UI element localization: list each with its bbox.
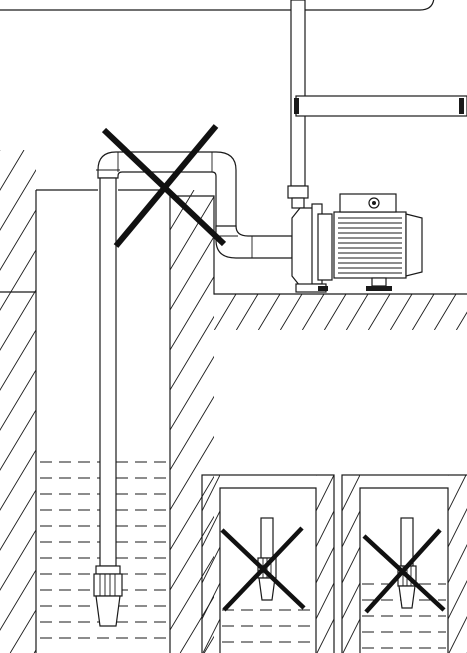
hatch-line	[0, 369, 36, 431]
hatch-line	[316, 617, 334, 653]
hatch-line	[258, 294, 281, 330]
hatch-line	[0, 209, 36, 271]
hatch-line	[346, 294, 369, 330]
hatch-line	[236, 294, 259, 330]
well-left-wall-hatch	[0, 150, 36, 653]
hatch-line	[456, 311, 467, 330]
hatch-line	[368, 294, 391, 330]
hatch-line	[448, 615, 467, 653]
ground-ledge	[170, 195, 467, 295]
hatch-line	[0, 150, 25, 191]
hatch-line	[170, 395, 214, 471]
hatch-line	[316, 581, 334, 621]
hatch-line	[202, 475, 220, 513]
callout-frame	[0, 0, 435, 11]
hatch-line	[202, 475, 203, 477]
ground-hatch	[214, 294, 467, 330]
hatch-line	[170, 515, 214, 591]
hatch-line	[280, 294, 303, 330]
hatch-line	[448, 543, 467, 585]
hatch-line	[0, 529, 36, 591]
suction-pipe	[96, 151, 293, 567]
hatch-line	[342, 475, 360, 513]
hatch-line	[448, 579, 467, 621]
hatch-line	[412, 294, 435, 330]
prohibited-mark-main	[101, 124, 227, 248]
hatch-line	[434, 294, 457, 330]
discharge-pipe	[287, 0, 467, 209]
hatch-line	[170, 235, 214, 311]
hatch-line	[170, 190, 171, 191]
foot-valve	[93, 565, 123, 627]
hatch-line	[324, 294, 347, 330]
hatch-line	[0, 249, 36, 311]
hatch-line	[302, 294, 325, 330]
inset-well-3	[341, 474, 467, 653]
hatch-line	[214, 294, 237, 330]
prohibited-mark-inset-2	[220, 526, 306, 612]
hatch-line	[170, 355, 214, 431]
hatch-line	[448, 475, 467, 513]
prohibited-mark-inset-3	[362, 528, 446, 614]
hatch-line	[33, 649, 36, 653]
hatch-line	[316, 475, 334, 513]
hatch-line	[342, 617, 360, 653]
inset-well-2	[201, 474, 335, 653]
hatch-line	[202, 545, 220, 585]
hatch-line	[170, 275, 214, 351]
motor-cooling-fins	[338, 217, 402, 274]
hatch-line	[202, 617, 220, 653]
hatch-line	[0, 569, 36, 631]
hatch-line	[342, 545, 360, 585]
hatch-line	[214, 294, 215, 295]
hatch-line	[170, 195, 214, 271]
hatch-line	[390, 294, 413, 330]
hatch-line	[316, 545, 334, 585]
surface-pump	[291, 193, 423, 293]
